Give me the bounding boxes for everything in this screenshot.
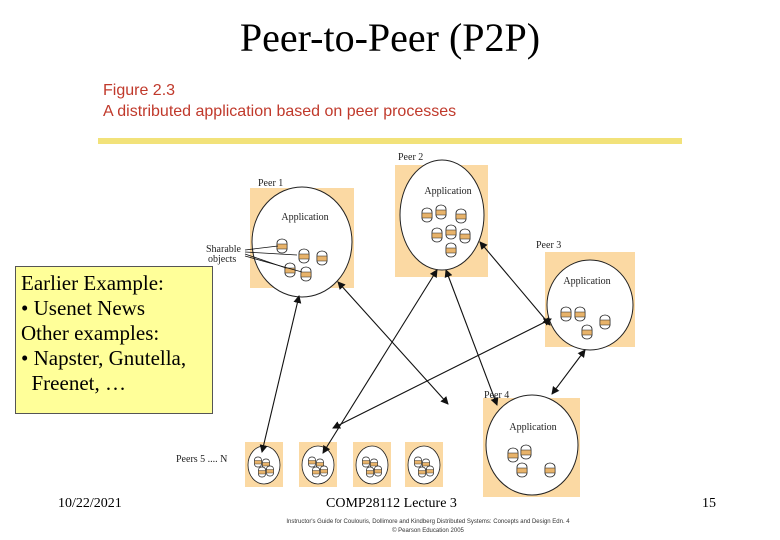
peers-5-n-label: Peers 5 .... N (176, 454, 227, 465)
sharable-objects-label-line2: objects (208, 254, 236, 265)
peer-1-node: Application (250, 186, 354, 298)
peer-2-application-label: Application (424, 186, 471, 197)
figure-credit-line2: © Pearson Education 2005 (392, 528, 464, 534)
peer-4-node: Application (483, 394, 580, 497)
link-peer2-peer6 (322, 269, 438, 454)
slide-title: Peer-to-Peer (P2P) (239, 15, 541, 60)
figure-description: A distributed application based on peer … (103, 103, 457, 120)
callout-line-1: Earlier Example: (21, 271, 164, 295)
footer-date: 10/22/2021 (58, 496, 122, 511)
footer-page-number: 15 (702, 496, 716, 511)
peer-1-application-label: Application (281, 212, 328, 223)
peer-4-label: Peer 4 (484, 390, 509, 401)
link-peer1-peer5 (259, 295, 302, 453)
peer-3-node: Application (545, 252, 635, 351)
peer-1-process (251, 186, 353, 298)
peer-4-process (485, 394, 579, 496)
link-peer1-peer4 (337, 281, 449, 405)
caption-rule (98, 138, 682, 144)
link-peer2-peer4 (444, 269, 499, 406)
examples-callout: Earlier Example: • Usenet News Other exa… (15, 266, 213, 414)
peer-1-label: Peer 1 (258, 178, 283, 189)
callout-line-3: Other examples: (21, 321, 160, 345)
peer-connections (259, 241, 586, 454)
peer-2-label: Peer 2 (398, 152, 423, 163)
link-peer2-peer3 (479, 241, 551, 326)
peers-5-to-n-nodes (245, 442, 443, 487)
peer-3-label: Peer 3 (536, 240, 561, 251)
callout-line-5: Freenet, … (21, 371, 126, 395)
link-peer3-peer6 (332, 318, 552, 429)
peer-2-node: Application (395, 159, 488, 277)
link-peer3-peer4 (551, 349, 586, 395)
sharable-objects-label-line1: Sharable (206, 244, 242, 255)
callout-line-4: • Napster, Gnutella, (21, 346, 187, 370)
sharable-pointers (244, 245, 303, 273)
figure-caption: Figure 2.3 A distributed application bas… (103, 80, 456, 122)
peer-3-application-label: Application (563, 276, 610, 287)
figure-number: Figure 2.3 (103, 82, 176, 99)
peer-4-application-label: Application (509, 422, 556, 433)
figure-credit-line1: Instructor's Guide for Coulouris, Dollim… (286, 519, 570, 525)
callout-line-2: • Usenet News (21, 296, 145, 320)
footer-lecture: COMP28112 Lecture 3 (326, 496, 457, 511)
